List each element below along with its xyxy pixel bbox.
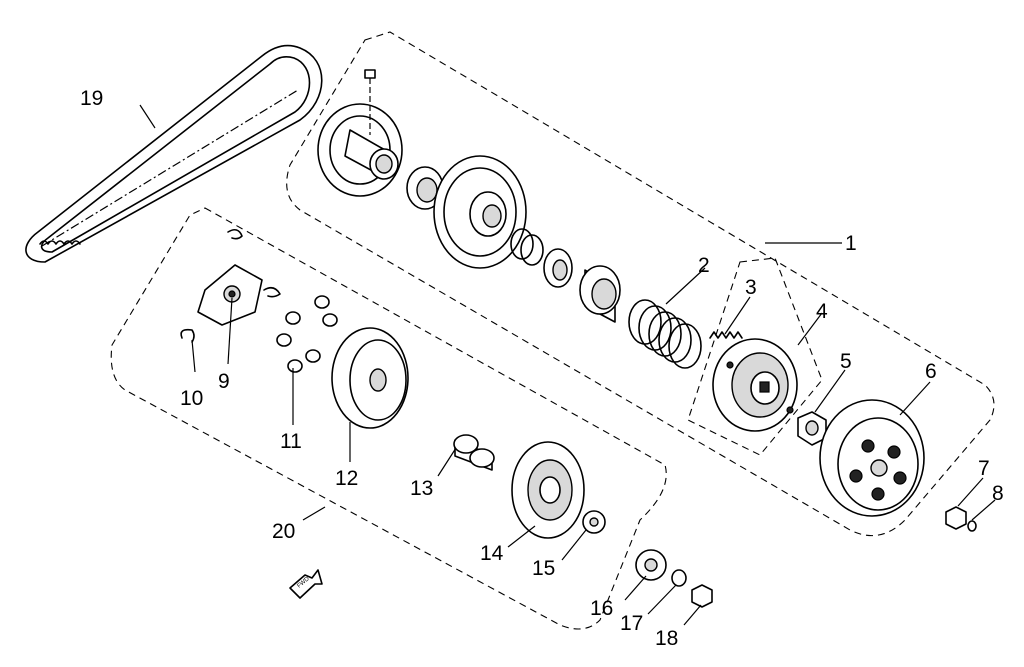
callout-18: 18 <box>655 627 678 650</box>
leader-lines <box>139 104 996 626</box>
callout-12: 12 <box>335 467 358 490</box>
bell-nut <box>945 506 967 530</box>
callout-10: 10 <box>180 387 203 410</box>
callout-4: 4 <box>816 300 828 323</box>
drive-face-bushing <box>453 434 495 471</box>
drive-belt <box>25 44 323 263</box>
callout-1: 1 <box>845 232 857 255</box>
guide-collar <box>579 265 621 323</box>
group-1-boundary <box>286 31 995 537</box>
washer-small <box>967 520 977 532</box>
callout-15: 15 <box>532 557 555 580</box>
callout-6: 6 <box>925 360 937 383</box>
callout-13: 13 <box>410 477 433 500</box>
callout-3: 3 <box>745 276 757 299</box>
flat-washer <box>671 569 687 587</box>
clutch-spring <box>628 299 702 369</box>
group-4-boundary <box>687 257 823 456</box>
ramp-plate <box>197 264 263 326</box>
driven-pulley-sliding-half <box>433 155 527 269</box>
forward-direction-icon: FWD <box>289 569 323 599</box>
callout-14: 14 <box>480 542 504 565</box>
seal-ring <box>543 248 573 288</box>
ratchet-gear <box>635 549 667 581</box>
clutch-bell <box>819 399 925 517</box>
callout-9: 9 <box>218 370 230 393</box>
o-rings <box>510 228 544 266</box>
group-20-boundary <box>110 207 667 630</box>
star-washer <box>582 510 606 534</box>
callout-7: 7 <box>978 457 990 480</box>
fan-drive-face <box>511 441 585 539</box>
callout-20: 20 <box>272 520 295 543</box>
callout-2: 2 <box>698 254 710 277</box>
callout-19: 19 <box>80 87 103 110</box>
movable-drive-face <box>331 327 409 429</box>
small-spring <box>709 331 743 339</box>
roller-weights <box>276 295 338 373</box>
drive-nut <box>691 584 713 608</box>
callout-17: 17 <box>620 612 643 635</box>
callout-16: 16 <box>590 597 613 620</box>
pin-bolt-icon <box>364 69 376 135</box>
callout-5: 5 <box>840 350 852 373</box>
clutch-shoe-assembly <box>712 338 798 432</box>
callout-numbers: 1 2 3 4 5 6 7 8 9 10 11 12 13 14 15 16 1… <box>80 87 1004 650</box>
driven-pulley-fixed-half <box>317 103 403 197</box>
slider-clip-icons <box>180 228 281 343</box>
callout-11: 11 <box>280 430 302 453</box>
callout-8: 8 <box>992 482 1004 505</box>
